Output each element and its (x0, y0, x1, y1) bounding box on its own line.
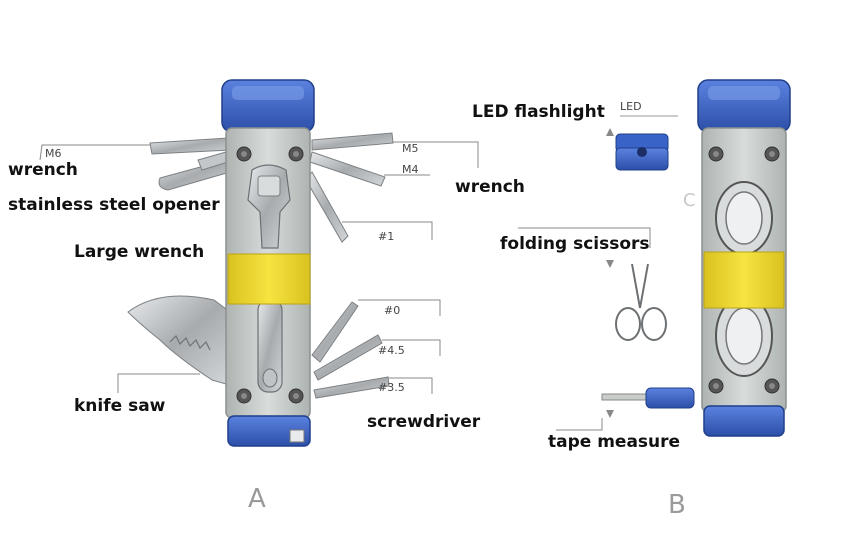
folding-scissors-drawing (615, 263, 667, 341)
flashlight-module (615, 115, 678, 171)
label-knife-saw: knife saw (74, 396, 166, 416)
label-large-wrench: Large wrench (74, 242, 205, 262)
opener-blade (158, 159, 231, 191)
size-pz1: #1 (378, 230, 395, 243)
size-m4: M4 (402, 163, 419, 176)
leader-lines-b (518, 227, 651, 431)
panel-letter-b: B (668, 490, 686, 520)
label-tape-measure: tape measure (548, 432, 681, 452)
tool-b (697, 79, 791, 437)
label-wrench-left: wrench (8, 160, 78, 180)
pz1-screwdriver-bit (305, 171, 349, 243)
leader-lines-a (39, 141, 479, 394)
stray-glyph: C (683, 190, 696, 211)
label-folding-scissors: folding scissors (500, 234, 650, 254)
pz35-screwdriver-bit (313, 376, 390, 399)
pz0-screwdriver-bit (311, 301, 359, 363)
label-wrench-right: wrench (455, 177, 525, 197)
size-pz45: #4.5 (378, 344, 405, 357)
down-arrow-1 (606, 260, 614, 268)
m5-wrench-blade (311, 132, 394, 151)
size-pz0: #0 (384, 304, 401, 317)
size-pz35: #3.5 (378, 381, 405, 394)
m6-wrench-blade (149, 137, 231, 155)
yellow-band-b (703, 251, 785, 309)
label-led-flashlight: LED flashlight (472, 102, 605, 122)
label-stainless-steel-opener: stainless steel opener (8, 195, 220, 215)
size-m6: M6 (45, 147, 62, 160)
m4-wrench-blade (309, 151, 386, 187)
yellow-band-a (227, 253, 311, 305)
panel-letter-a: A (248, 484, 266, 514)
down-arrow-2 (606, 410, 614, 418)
label-screwdriver: screwdriver (367, 412, 481, 432)
up-arrow (606, 128, 614, 136)
tool-a (127, 79, 394, 447)
tape-measure-drawing (601, 387, 695, 409)
label-led-tag: LED (620, 100, 642, 113)
pz45-screwdriver-bit (313, 334, 383, 381)
size-m5: M5 (402, 142, 419, 155)
knife-saw-blade (127, 295, 231, 385)
